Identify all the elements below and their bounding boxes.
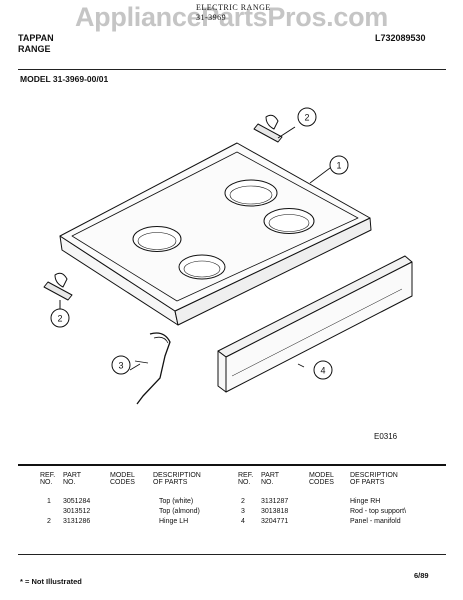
- footer-date: 6/89: [414, 571, 429, 580]
- top-support-rod: [134, 332, 171, 405]
- exploded-parts-diagram: 1 2 2 3 4: [43, 107, 413, 405]
- model-label: MODEL 31-3969-00/01: [20, 74, 109, 84]
- header-ref: REF.NO.: [238, 472, 254, 486]
- watermark: AppliancePartsPros.com: [74, 2, 388, 32]
- table-row: 1 3051284 Top (white): [47, 498, 194, 505]
- document-code: L732089530: [375, 33, 426, 43]
- callout-1: [329, 155, 349, 175]
- header-divider: [18, 69, 446, 70]
- header-line-1: ELECTRIC RANGE: [196, 3, 271, 12]
- hinge-rh: [253, 114, 296, 143]
- callout-label: 2: [304, 113, 309, 123]
- figure-code: E0316: [374, 432, 398, 441]
- callout-3: [111, 355, 131, 375]
- callout-label: 3: [118, 361, 123, 371]
- table-row: 3 3013818 Rod - top support\: [241, 508, 407, 515]
- callout-label: 4: [320, 366, 325, 376]
- table-row: 3013512 Top (almond): [63, 508, 200, 515]
- footer-note: * = Not Illustrated: [20, 577, 82, 586]
- callout-4: [313, 360, 333, 380]
- callout-2-left: [50, 308, 70, 328]
- callout-2-top: [297, 107, 317, 127]
- header-line-2: 31-3969: [196, 13, 227, 22]
- header-ref: REF.NO.: [40, 472, 56, 486]
- manifold-panel: [217, 255, 413, 393]
- table-top-rule: [18, 464, 446, 466]
- table-row: 4 3204771 Panel - manifold: [241, 518, 401, 525]
- hinge-lh: [43, 272, 73, 309]
- table-row: 2 3131287 Hinge RH: [241, 498, 381, 505]
- table-bottom-rule: [18, 554, 446, 555]
- cooktop-top: [59, 142, 372, 326]
- callout-label: 2: [57, 314, 62, 324]
- table-row: 2 3131286 Hinge LH: [47, 518, 189, 525]
- product-label: RANGE: [18, 44, 51, 54]
- callout-label: 1: [336, 161, 341, 171]
- brand-label: TAPPAN: [18, 33, 54, 43]
